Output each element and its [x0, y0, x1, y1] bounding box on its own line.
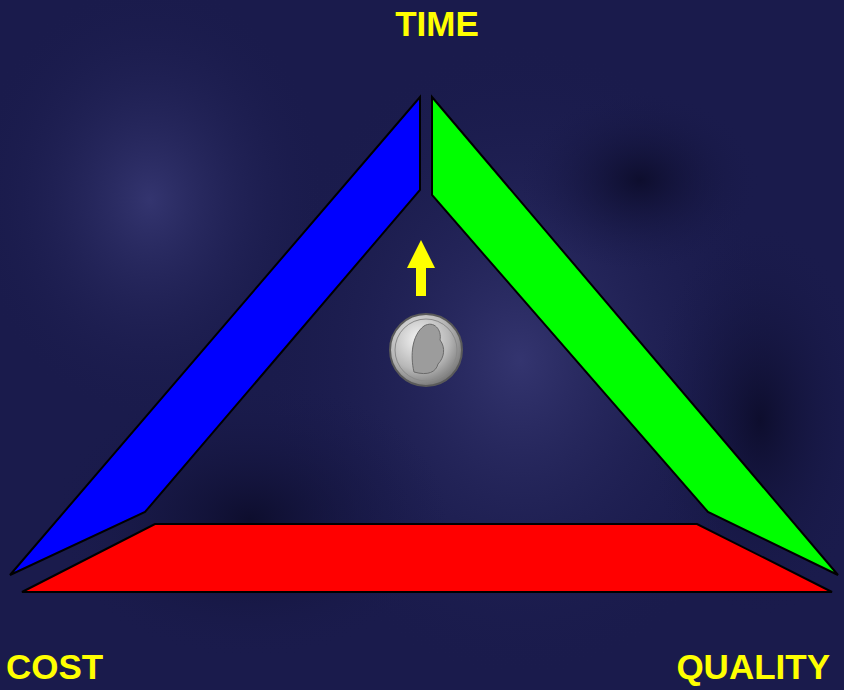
background-blur [0, 0, 330, 420]
corner-label: COST [6, 649, 103, 684]
yellow-arrow [407, 240, 435, 296]
corner-label: QUALITY [676, 649, 830, 684]
red-bar [22, 524, 832, 592]
green-bar [432, 97, 838, 575]
coin [390, 314, 462, 386]
corner-label: TIME [395, 6, 479, 41]
blue-bar [10, 97, 420, 575]
